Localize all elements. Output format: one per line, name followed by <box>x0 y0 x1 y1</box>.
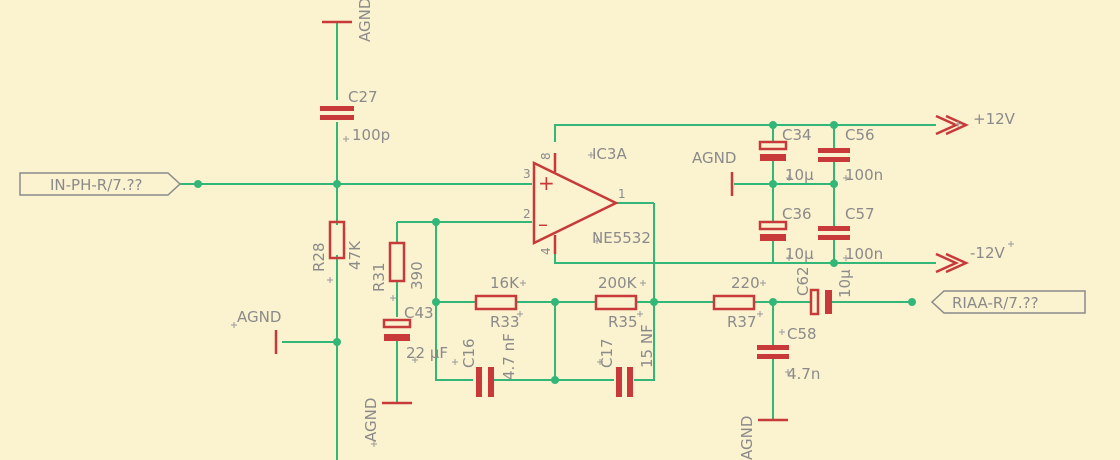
svg-text:1: 1 <box>618 187 626 201</box>
wires <box>180 22 936 460</box>
capacitor-c57: C57 100n <box>818 205 883 263</box>
svg-text:10µ: 10µ <box>836 269 854 298</box>
svg-text:16K: 16K <box>490 274 520 292</box>
resistor-r33: 16K R33 <box>474 274 520 331</box>
capacitor-c27: C27 100p <box>320 88 390 144</box>
supply-neg-label: -12V <box>970 244 1005 262</box>
svg-text:22 µF: 22 µF <box>406 344 448 362</box>
origin-markers <box>231 121 1014 447</box>
svg-text:8: 8 <box>539 152 553 160</box>
opamp-value: NE5532 <box>592 229 651 247</box>
capacitor-c43: C43 22 µF <box>382 304 448 362</box>
svg-text:R33: R33 <box>490 313 520 331</box>
ground-c58: AGND <box>738 416 788 460</box>
svg-text:10µ: 10µ <box>785 245 814 263</box>
output-port-label: RIAA-R/7.?? <box>952 294 1039 312</box>
supply-pos-label: +12V <box>973 110 1016 128</box>
svg-text:220: 220 <box>731 274 760 292</box>
input-port: IN-PH-R/7.?? <box>19 172 182 196</box>
supply-pos: +12V <box>935 110 1016 136</box>
resistor-r35: 200K R35 <box>594 274 638 331</box>
opamp-ic3a: + – 3 2 1 8 4 IC3A NE5532 <box>523 145 651 255</box>
capacitor-c17: C17 15 NF <box>598 324 656 397</box>
svg-text:390: 390 <box>408 261 426 290</box>
svg-text:C17: C17 <box>598 338 616 368</box>
svg-text:4: 4 <box>539 247 553 255</box>
opamp-name: IC3A <box>592 145 627 163</box>
ground-supply: AGND <box>692 149 736 196</box>
ground-top: AGND <box>322 0 374 42</box>
ground-left: AGND <box>237 308 281 354</box>
svg-text:4.7 nF: 4.7 nF <box>500 333 518 380</box>
svg-text:2: 2 <box>523 207 531 221</box>
svg-text:AGND: AGND <box>738 416 756 460</box>
svg-text:R35: R35 <box>608 313 638 331</box>
output-port: RIAA-R/7.?? <box>930 290 1086 314</box>
resistor-r31: R31 390 <box>370 241 426 292</box>
svg-text:R28: R28 <box>310 242 328 272</box>
junctions <box>194 121 916 384</box>
svg-text:C57: C57 <box>845 205 875 223</box>
svg-text:AGND: AGND <box>237 308 281 326</box>
svg-text:AGND: AGND <box>362 398 380 442</box>
svg-text:C58: C58 <box>787 325 817 343</box>
svg-text:–: – <box>538 212 548 236</box>
svg-text:AGND: AGND <box>356 0 374 42</box>
svg-text:100n: 100n <box>845 245 883 263</box>
capacitor-c36: C36 10µ <box>758 205 814 263</box>
svg-text:47K: 47K <box>346 240 364 270</box>
capacitor-c56: C56 100n <box>818 126 883 184</box>
svg-text:C62: C62 <box>794 266 812 296</box>
supply-neg: -12V <box>935 244 1005 274</box>
svg-text:R37: R37 <box>727 313 757 331</box>
capacitor-c58: C58 4.7n <box>757 325 820 383</box>
capacitor-c34: C34 10µ <box>758 126 814 184</box>
svg-text:C27: C27 <box>348 88 378 106</box>
svg-text:10µ: 10µ <box>785 166 814 184</box>
ground-bottom: AGND <box>362 398 412 442</box>
svg-text:C56: C56 <box>845 126 875 144</box>
svg-text:AGND: AGND <box>692 149 736 167</box>
svg-text:200K: 200K <box>598 274 638 292</box>
svg-text:C34: C34 <box>782 126 812 144</box>
resistor-r28: R28 47K <box>310 220 364 272</box>
svg-text:R31: R31 <box>370 262 388 292</box>
svg-text:4.7n: 4.7n <box>787 365 820 383</box>
capacitor-c62: C62 10µ <box>794 266 854 316</box>
svg-text:100n: 100n <box>845 166 883 184</box>
svg-text:C16: C16 <box>460 338 478 368</box>
svg-text:3: 3 <box>523 167 531 181</box>
resistor-r37: 220 R37 <box>712 274 760 331</box>
svg-text:100p: 100p <box>352 126 390 144</box>
svg-text:C36: C36 <box>782 205 812 223</box>
svg-text:C43: C43 <box>404 304 434 322</box>
input-port-label: IN-PH-R/7.?? <box>50 176 143 194</box>
svg-text:15 NF: 15 NF <box>638 324 656 368</box>
capacitor-c16: C16 4.7 nF <box>460 333 518 397</box>
svg-text:+: + <box>538 171 555 195</box>
